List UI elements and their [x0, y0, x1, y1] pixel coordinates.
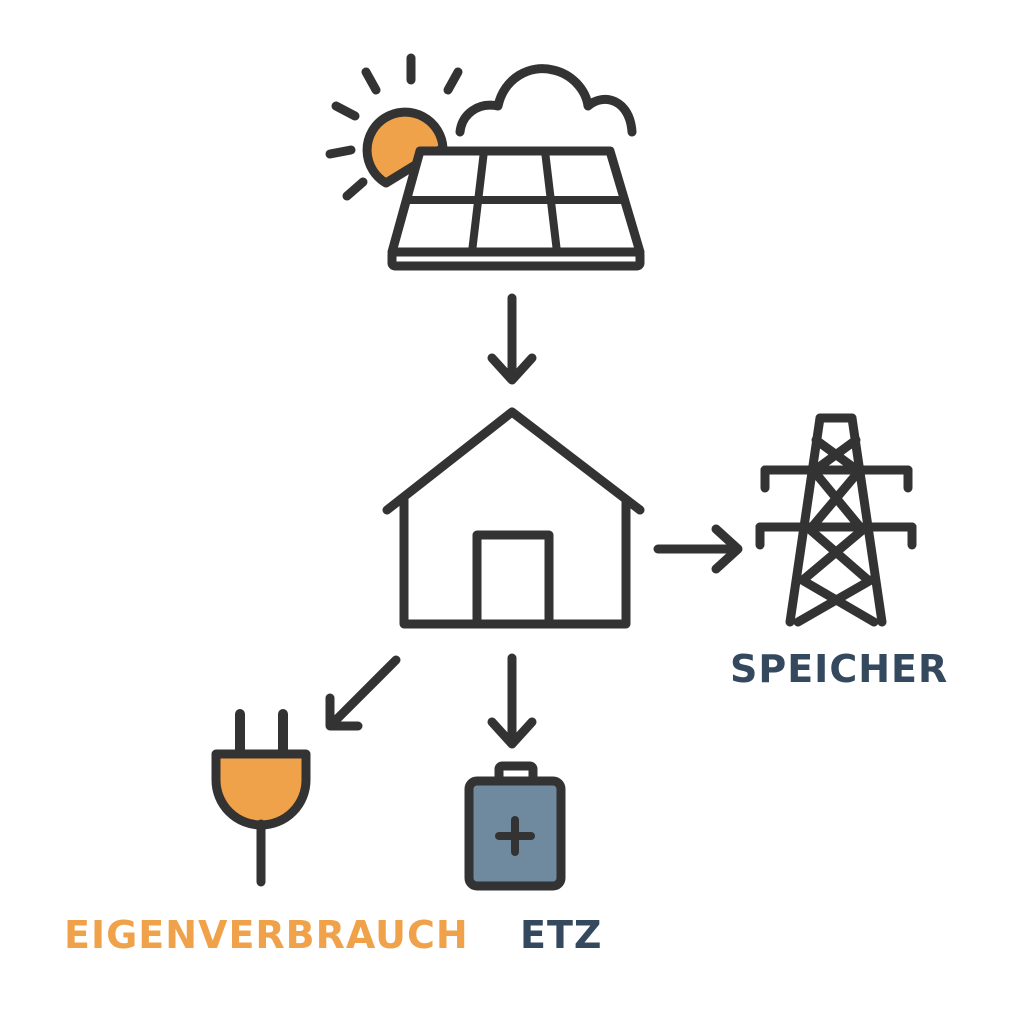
- power-pylon-icon: [755, 413, 917, 627]
- grid-label: SPEICHER: [730, 647, 949, 691]
- arrow-house-to-consumption: [325, 655, 401, 731]
- arrow-house-to-grid: [653, 524, 743, 574]
- cloud-icon: [455, 64, 637, 137]
- sun-icon: [325, 53, 463, 201]
- battery-label: ETZ: [520, 913, 603, 957]
- plug-icon: [211, 709, 311, 887]
- battery-icon: [464, 761, 566, 891]
- arrow-house-to-battery: [487, 653, 537, 749]
- arrow-solar-to-house: [487, 293, 537, 385]
- house-icon: [382, 407, 645, 629]
- consumption-label: EIGENVERBRAUCH: [64, 913, 469, 957]
- solar-panel-icon: [387, 146, 645, 271]
